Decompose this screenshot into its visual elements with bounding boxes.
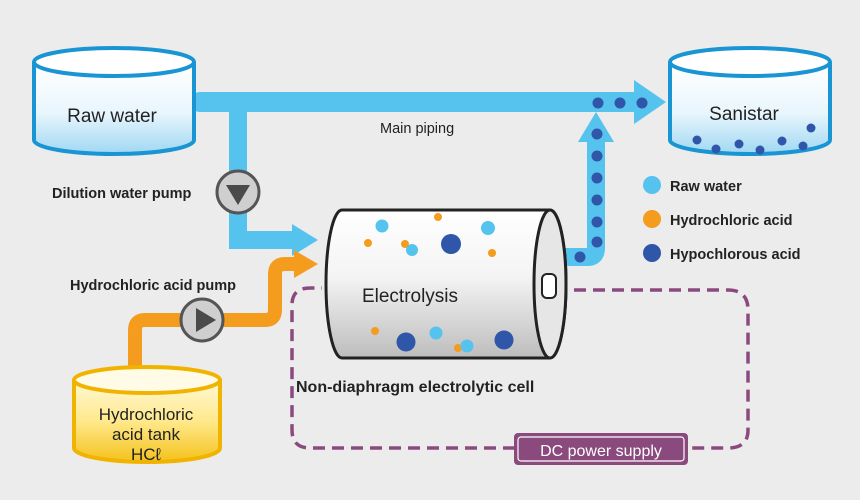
dilution-pipe — [229, 104, 318, 256]
main-piping-label: Main piping — [380, 121, 454, 137]
sanistar-tank-label: Sanistar — [709, 104, 779, 125]
hcl-tank-label-line3: HCℓ — [131, 445, 162, 464]
raw-water-tank: Raw water — [32, 46, 196, 156]
hcl-pump-label: Hydrochloric acid pump — [70, 278, 236, 294]
legend-item: Hypochlorous acid — [643, 244, 801, 263]
hcl-tank-label-line2: acid tank — [112, 425, 181, 444]
hcl-tank: Hydrochloric acid tank HCℓ — [72, 365, 222, 464]
hcl-pump-icon — [179, 297, 225, 343]
legend-label: Hypochlorous acid — [670, 247, 801, 263]
cell-label: Non-diaphragm electrolytic cell — [296, 379, 534, 396]
dilution-water-pump-icon — [215, 169, 261, 215]
hcl-tank-label-line1: Hydrochloric — [99, 405, 194, 424]
legend-label: Hydrochloric acid — [670, 213, 792, 229]
acid-pipe — [128, 250, 318, 380]
power-line — [290, 286, 750, 450]
legend-item: Raw water — [643, 176, 742, 195]
output-pipe — [550, 112, 614, 266]
legend-item: Hydrochloric acid — [643, 210, 792, 229]
sanistar-tank: Sanistar — [668, 46, 832, 156]
cell-particles — [364, 213, 514, 353]
raw-water-tank-label: Raw water — [67, 106, 157, 127]
electrolysis-label: Electrolysis — [362, 286, 458, 307]
legend: Raw water Hydrochloric acid Hypochlorous… — [643, 176, 801, 263]
sanistar-hypo-dots — [692, 123, 816, 155]
pipe-hypo-dots — [554, 97, 648, 263]
main-pipe — [190, 80, 666, 124]
dc-power-label: DC power supply — [540, 443, 662, 460]
electrolytic-cell: Electrolysis — [324, 208, 568, 360]
legend-label: Raw water — [670, 179, 742, 195]
dc-power-supply: DC power supply — [514, 433, 688, 465]
dilution-pump-label: Dilution water pump — [52, 186, 192, 202]
